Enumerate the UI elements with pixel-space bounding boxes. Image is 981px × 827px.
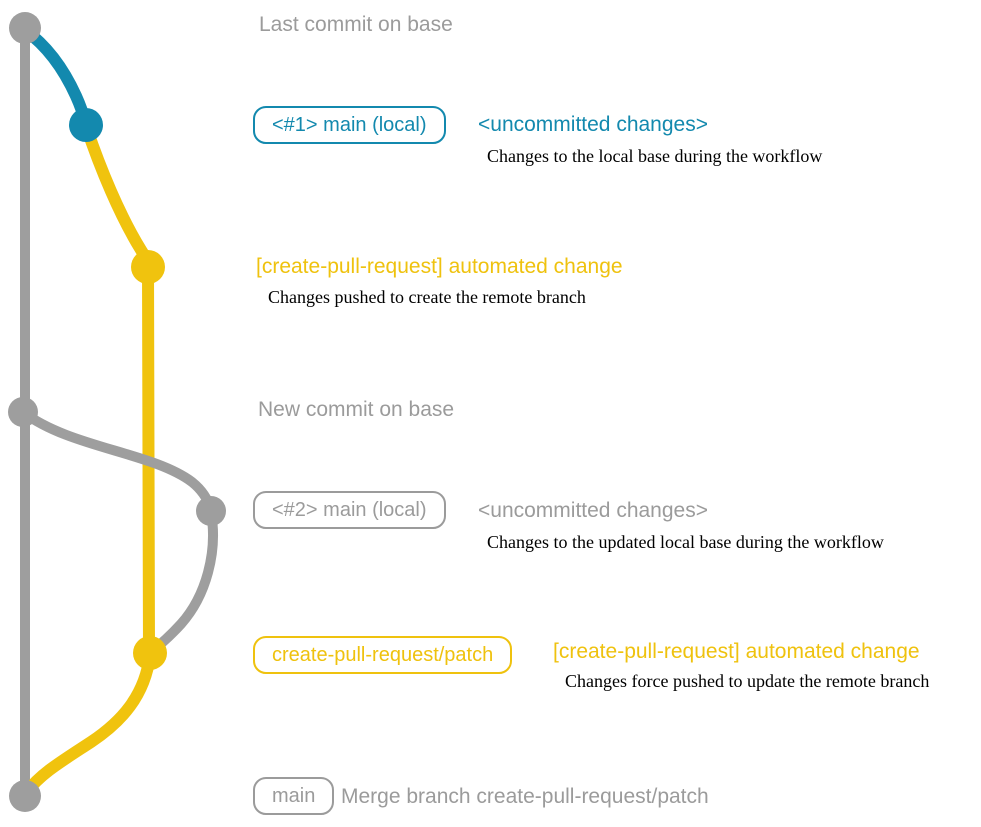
commit-node-automated-change-1 (131, 250, 165, 284)
commit-description-3: Changes to the updated local base during… (487, 532, 884, 552)
local-main-2-edge (18, 407, 216, 515)
commit-description-4: Changes force pushed to update the remot… (565, 671, 930, 691)
merge-edge (21, 649, 156, 798)
commit-node-uncommitted-1 (69, 108, 103, 142)
commit-node-uncommitted-2 (196, 496, 226, 526)
commit-description-2: Changes pushed to create the remote bran… (268, 287, 586, 307)
git-graph (8, 12, 226, 812)
commit-node-new-base (8, 397, 38, 427)
commit-message-merge: Merge branch create-pull-request/patch (341, 785, 709, 808)
commit-node-merge (9, 780, 41, 812)
commit-message-uncommitted-2: <uncommitted changes> (478, 499, 708, 522)
local-main-1-edge (19, 24, 92, 130)
commit-message-automated-1: [create-pull-request] automated change (256, 255, 623, 278)
commit-message-automated-2: [create-pull-request] automated change (553, 640, 920, 663)
rebase-edge (147, 507, 218, 656)
pull-request-branch-line (80, 120, 155, 659)
commit-node-automated-change-2 (133, 636, 167, 670)
commit-description-1: Changes to the local base during the wor… (487, 146, 823, 166)
commit-node-last-base (9, 12, 41, 44)
branch-badge-main-local-1: <#1> main (local) (253, 106, 446, 144)
last-commit-label: Last commit on base (259, 13, 453, 36)
branch-badge-patch: create-pull-request/patch (253, 636, 513, 674)
branch-badge-main: main (253, 777, 335, 815)
branch-badge-main-local-2: <#2> main (local) (253, 491, 446, 529)
new-commit-label: New commit on base (258, 398, 455, 421)
commit-message-uncommitted-1: <uncommitted changes> (478, 113, 708, 136)
